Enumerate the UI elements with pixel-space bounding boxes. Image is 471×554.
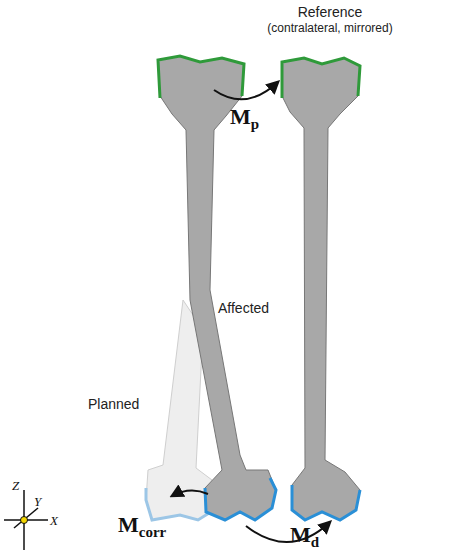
part-name: Planned <box>88 396 139 412</box>
heading-note: (contralateral, mirrored) <box>267 21 392 35</box>
transform-symbol: Mp <box>230 104 259 130</box>
heading: Reference <box>298 4 363 20</box>
transform-symbol: Mcorr <box>118 512 166 538</box>
transform-symbol: Md <box>290 522 319 548</box>
axis-label: Y <box>34 494 41 510</box>
axis-glyph <box>4 490 48 550</box>
reference-bone <box>282 58 360 520</box>
axis-label: X <box>50 513 58 529</box>
affected-bone <box>158 56 276 520</box>
transform-arrow <box>214 82 278 99</box>
axis-label: Z <box>12 478 19 494</box>
part-name: Affected <box>218 300 269 316</box>
transform-arrow <box>172 490 208 496</box>
